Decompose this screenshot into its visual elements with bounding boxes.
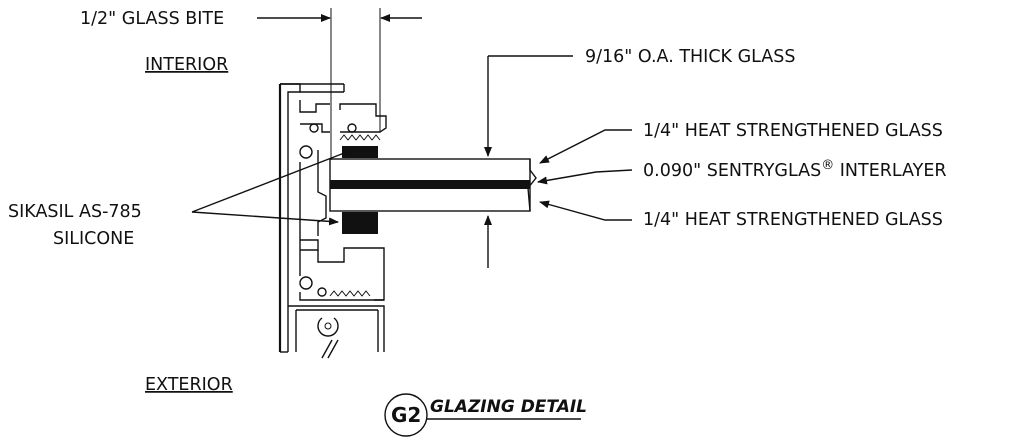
laminated-glass-unit (329, 158, 537, 212)
registered-mark: ® (821, 158, 834, 173)
exterior-label: EXTERIOR (145, 375, 233, 395)
overall-thickness-dimension (484, 55, 573, 268)
glass-bite-label: 1/2" GLASS BITE (80, 9, 224, 29)
interlayer-prefix: 0.090" SENTRYGLAS (643, 161, 821, 181)
detail-tag: G2 (391, 403, 421, 427)
interlayer-label: 0.090" SENTRYGLAS® INTERLAYER (643, 158, 947, 181)
heat-glass-bottom-label: 1/4" HEAT STRENGTHENED GLASS (643, 210, 943, 230)
heat-glass-top-label: 1/4" HEAT STRENGTHENED GLASS (643, 121, 943, 141)
detail-title-block: G2 GLAZING DETAIL (384, 393, 587, 437)
glass-leaders (537, 129, 633, 221)
interior-label: INTERIOR (145, 55, 228, 75)
silicone-label-line1: SIKASIL AS-785 (8, 202, 142, 222)
overall-thickness-label: 9/16" O.A. THICK GLASS (585, 47, 796, 67)
silicone-label-line2: SILICONE (53, 229, 134, 249)
interlayer-suffix: INTERLAYER (834, 161, 946, 181)
silicone-leaders (191, 149, 353, 226)
detail-title: GLAZING DETAIL (430, 397, 587, 417)
detail-tag-circle (384, 393, 428, 437)
